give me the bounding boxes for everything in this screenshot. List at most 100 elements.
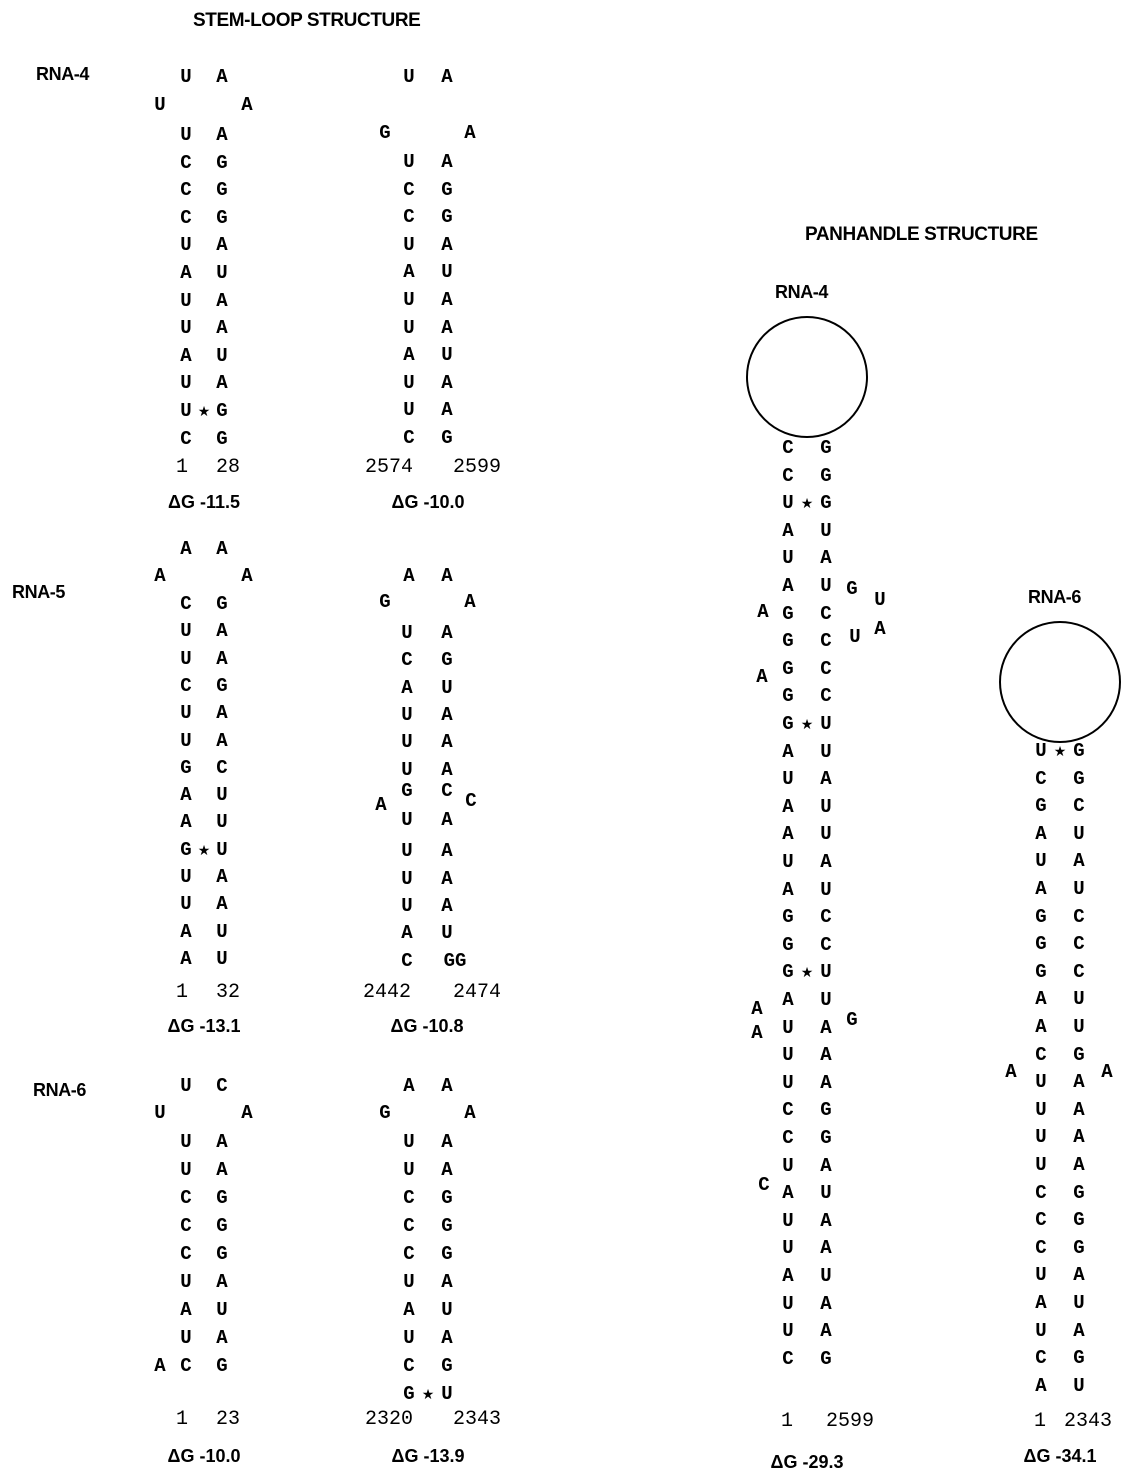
- stem-nucleotide-3p: G: [441, 1215, 453, 1237]
- stem-nucleotide-3p: A: [441, 731, 453, 754]
- wobble-pair-star: ★: [1053, 744, 1067, 760]
- wobble-pair-star: ★: [800, 965, 814, 982]
- stem-nucleotide-3p: U: [820, 795, 832, 818]
- wobble-pair-star: ★: [197, 842, 211, 859]
- bulge-nucleotide: U: [874, 589, 886, 611]
- stem-nucleotide-3p: C: [820, 685, 832, 708]
- stem-nucleotide-3p: U: [1073, 1016, 1085, 1038]
- stem-nucleotide-3p: G: [820, 1099, 832, 1122]
- stem-nucleotide-5p: U: [1035, 1126, 1047, 1149]
- end-position: 28: [216, 456, 241, 479]
- stem-nucleotide-5p: U: [1035, 1264, 1047, 1287]
- stem-nucleotide-5p: C: [180, 1187, 192, 1209]
- row-label-rna-6: RNA-6: [33, 1080, 87, 1100]
- stem-nucleotide-3p: A: [216, 620, 228, 643]
- stem-nucleotide-3p: G: [820, 492, 832, 515]
- stem-nucleotide-3p: G: [1073, 740, 1085, 762]
- stem-nucleotide-5p: C: [403, 1215, 415, 1237]
- stem-nucleotide-5p: U: [1035, 1098, 1047, 1121]
- stem-nucleotide-5p: A: [180, 1299, 192, 1321]
- stem-nucleotide-5p: U: [401, 809, 413, 832]
- stem-nucleotide-5p: U: [401, 840, 413, 863]
- stem-nucleotide-5p: C: [403, 178, 415, 201]
- stem-nucleotide-3p: A: [820, 1237, 832, 1260]
- wobble-pair-star: ★: [197, 404, 211, 420]
- bulge-nucleotide: A: [1005, 1061, 1017, 1083]
- stem-nucleotide-3p: G: [1073, 1209, 1085, 1232]
- stem-nucleotide-5p: C: [782, 1127, 794, 1149]
- stem-nucleotide-3p: U: [216, 838, 228, 861]
- free-energy-label: ΔG -10.0: [167, 1446, 241, 1466]
- loop-nucleotide: C: [216, 1075, 228, 1097]
- stem-nucleotide-3p: G: [441, 1187, 453, 1209]
- start-position: 1: [176, 1408, 189, 1431]
- stem-nucleotide-5p: A: [403, 1299, 415, 1321]
- free-energy-label: ΔG -11.5: [168, 492, 240, 512]
- stem-nucleotide-5p: U: [401, 758, 413, 781]
- stem-nucleotide-3p: U: [441, 676, 453, 699]
- stem-nucleotide-3p: A: [441, 758, 453, 781]
- loop-nucleotide: A: [403, 565, 415, 587]
- stem-nucleotide-3p: G: [1073, 1236, 1085, 1259]
- stem-nucleotide-5p: U: [180, 866, 192, 888]
- stem-nucleotide-3p: C: [820, 933, 832, 956]
- stem-nucleotide-3p: A: [216, 1159, 228, 1181]
- stem-nucleotide-5p: A: [180, 344, 192, 367]
- stem-nucleotide-5p: A: [782, 878, 794, 901]
- stem-nucleotide-3p: A: [441, 622, 453, 644]
- stem-nucleotide-3p: G: [441, 1243, 453, 1265]
- stem-nucleotide-3p: A: [441, 840, 453, 863]
- stem-nucleotide-5p: U: [180, 647, 192, 670]
- stem-nucleotide-3p: A: [441, 1159, 453, 1181]
- stem-nucleotide-5p: A: [1035, 878, 1047, 900]
- stem-nucleotide-3p: G: [1073, 1043, 1085, 1066]
- stem-nucleotide-5p: A: [782, 740, 794, 763]
- stem-nucleotide-5p: A: [401, 676, 413, 699]
- bulge-nucleotide: G: [846, 578, 858, 600]
- start-position: 1: [176, 981, 189, 1004]
- stem-nucleotide-5p: C: [180, 427, 192, 450]
- stem-nucleotide-5p: G: [1035, 960, 1047, 983]
- stem-nucleotide-3p: G: [820, 437, 832, 459]
- loop-nucleotide: A: [180, 538, 192, 560]
- stem-nucleotide-5p: U: [180, 289, 192, 312]
- stem-nucleotide-3p: GG: [443, 949, 467, 972]
- panhandle-label-rna-4: RNA-4: [775, 282, 829, 302]
- stem-nucleotide-5p: C: [180, 1355, 192, 1377]
- start-position: 2574: [365, 456, 414, 479]
- stem-nucleotide-5p: U: [180, 124, 192, 146]
- stem-nucleotide-5p: U: [180, 1271, 192, 1293]
- panhandle-loop-circle: [746, 316, 868, 438]
- stem-nucleotide-5p: U: [403, 1131, 415, 1153]
- stem-nucleotide-3p: A: [216, 289, 228, 312]
- loop-nucleotide: U: [154, 1102, 166, 1124]
- loop-nucleotide: A: [241, 1102, 253, 1124]
- stem-nucleotide-3p: A: [441, 316, 453, 339]
- stem-nucleotide-3p: G: [441, 178, 453, 201]
- stem-nucleotide-5p: G: [180, 838, 192, 861]
- stem-nucleotide-5p: U: [180, 400, 192, 422]
- stem-nucleotide-5p: U: [403, 1159, 415, 1181]
- bulge-nucleotide: A: [757, 601, 769, 623]
- stem-nucleotide-5p: U: [180, 372, 192, 395]
- stem-nucleotide-5p: U: [403, 399, 415, 422]
- stem-nucleotide-5p: C: [180, 206, 192, 229]
- stem-nucleotide-5p: U: [782, 1237, 794, 1260]
- stem-nucleotide-3p: A: [1073, 1126, 1085, 1149]
- stem-nucleotide-5p: U: [180, 234, 192, 257]
- stem-nucleotide-3p: G: [216, 1187, 228, 1209]
- end-position: 2599: [453, 456, 502, 479]
- stem-nucleotide-3p: G: [1073, 767, 1085, 790]
- stem-nucleotide-3p: A: [441, 1271, 453, 1293]
- stem-nucleotide-3p: A: [216, 866, 228, 888]
- stem-nucleotide-3p: A: [216, 893, 228, 916]
- start-position: 1: [1034, 1410, 1047, 1433]
- stem-nucleotide-5p: A: [1035, 1016, 1047, 1038]
- stem-nucleotide-5p: A: [782, 823, 794, 846]
- stem-nucleotide-3p: A: [820, 1154, 832, 1177]
- stem-nucleotide-5p: U: [401, 703, 413, 726]
- stem-nucleotide-5p: C: [401, 649, 413, 672]
- stem-nucleotide-5p: U: [401, 622, 413, 644]
- stem-nucleotide-5p: C: [1035, 1043, 1047, 1066]
- stem-loop-title: STEM-LOOP STRUCTURE: [193, 10, 421, 31]
